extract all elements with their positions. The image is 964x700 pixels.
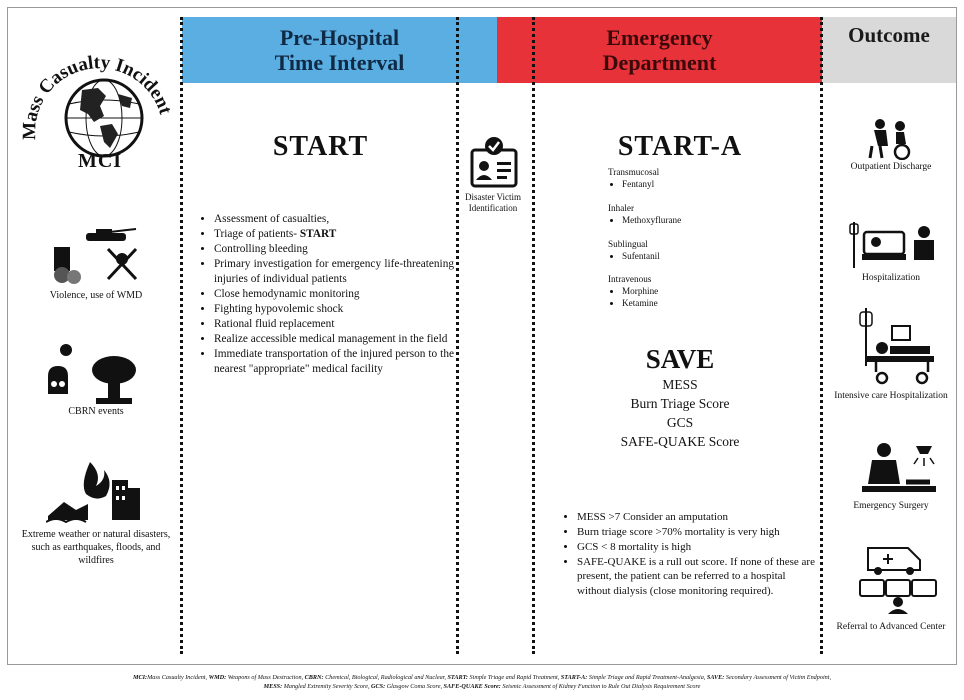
route-intravenous: Intravenous Morphine Ketamine <box>608 274 658 310</box>
drug-item: Sufentanil <box>622 251 660 263</box>
triage-prefix: Triage of patients- <box>214 228 300 241</box>
route-name: Intravenous <box>608 274 652 284</box>
outcome-label-surgery: Emergency Surgery <box>853 501 929 511</box>
header-ed-line1: Emergency <box>606 24 713 50</box>
natural-disaster-icon <box>46 462 140 524</box>
route-name: Inhaler <box>608 203 635 213</box>
score-safe-quake: SAFE-QUAKE Score <box>620 434 740 449</box>
drug-item: Morphine <box>622 286 658 298</box>
cause-label-wmd: Violence, use of WMD <box>49 290 143 301</box>
fn-text: Seismic Assessment of Kidney Function to… <box>500 683 701 690</box>
fn-text: Simple Triage and Rapid Treatment-Analge… <box>587 674 707 681</box>
header-outcome: Outcome <box>822 17 956 83</box>
route-name: Transmucosal <box>608 167 660 177</box>
header-gap-blue <box>459 17 497 83</box>
wmd-tank-icon <box>54 228 138 284</box>
emergency-surgery-icon <box>862 443 936 492</box>
route-inhaler: Inhaler Methoxyflurane <box>608 203 681 227</box>
header-ed-line2: Department <box>602 50 717 75</box>
divider-2 <box>456 17 459 654</box>
start-item: Primary investigation for emergency life… <box>214 257 454 287</box>
save-item: MESS >7 Consider an amputation <box>577 510 817 525</box>
score-burn: Burn Triage Score <box>630 396 730 411</box>
save-title: SAVE <box>645 344 715 374</box>
drug-item: Methoxyflurane <box>622 215 681 227</box>
route-transmucosal: Transmucosal Fentanyl <box>608 167 659 191</box>
hospital-bed-icon <box>849 222 934 268</box>
figure-frame <box>7 7 957 665</box>
mci-globe-logo: Mass Casualty Incident <box>19 52 174 158</box>
score-mess: MESS <box>662 377 698 392</box>
divider-4 <box>820 17 823 654</box>
footnote-line-1: MCI:Mass Casualty Incident, WMD: Weapons… <box>0 674 964 682</box>
fn-abbr: GCS: <box>371 683 386 690</box>
start-item: Fighting hypovolemic shock <box>214 302 454 317</box>
start-title: START <box>272 131 369 162</box>
score-gcs: GCS <box>666 415 694 430</box>
start-a-title: START-A <box>617 131 743 162</box>
fn-abbr: SAVE: <box>706 674 725 681</box>
start-list: Assessment of casualties, Triage of pati… <box>200 212 454 377</box>
header-pre-line1: Pre-Hospital <box>279 24 400 50</box>
footnote-line-2: MESS: Mangled Extremity Severity Score, … <box>0 683 964 691</box>
wheelchair-discharge-icon <box>868 119 911 160</box>
fn-text: Chemical, Biological, Radiological and N… <box>323 674 448 681</box>
fn-text: Mass Casualty Incident, <box>147 674 209 681</box>
route-sublingual: Sublingual Sufentanil <box>608 239 660 263</box>
mci-abbr: MCI <box>77 150 123 172</box>
outcome-label-icu: Intensive care Hospitalization <box>834 391 948 401</box>
cause-label-cbrn: CBRN events <box>68 406 124 417</box>
ambulance-referral-icon <box>859 547 937 614</box>
start-item: Realize accessible medical management in… <box>214 332 454 347</box>
save-item: GCS < 8 mortality is high <box>577 540 817 555</box>
save-item: SAFE-QUAKE is a rull out score. If none … <box>577 555 817 600</box>
fn-abbr: CBRN: <box>304 674 324 681</box>
start-item: Assessment of casualties, <box>214 212 454 227</box>
outcome-label-referral: Referral to Advanced Center <box>836 622 946 632</box>
start-item: Close hemodynamic monitoring <box>214 287 454 302</box>
icu-bed-icon <box>859 308 934 385</box>
outcome-label-outpatient: Outpatient Discharge <box>850 162 932 172</box>
fn-abbr: SAFE-QUAKE Score: <box>443 683 501 690</box>
fn-text: Glasgow Coma Score, <box>385 683 444 690</box>
start-item: Rational fluid replacement <box>214 317 454 332</box>
fn-text: Mangled Extremity Severity Score, <box>282 683 372 690</box>
fn-text: Weapons of Mass Destruction, <box>226 674 305 681</box>
dvi-label: Disaster Victim Identification <box>464 192 522 214</box>
route-name: Sublingual <box>608 239 648 249</box>
fn-abbr: MCI: <box>132 674 148 681</box>
start-item: Immediate transportation of the injured … <box>214 347 454 377</box>
save-list: MESS >7 Consider an amputation Burn tria… <box>563 510 817 599</box>
fn-abbr: WMD: <box>208 674 227 681</box>
globe-icon <box>64 78 144 158</box>
drug-item: Fentanyl <box>622 179 659 191</box>
start-item: Controlling bleeding <box>214 242 454 257</box>
fn-abbr: START-A: <box>560 674 588 681</box>
save-item: Burn triage score >70% mortality is very… <box>577 525 817 540</box>
fn-text: Secondary Assessment of Victim Endpoint, <box>724 674 832 681</box>
drug-item: Ketamine <box>622 298 658 310</box>
outcome-label-hospitalization: Hospitalization <box>861 273 921 283</box>
fn-text: Simple Triage and Rapid Treatment, <box>468 674 561 681</box>
start-item-triage: Triage of patients- START <box>214 227 454 242</box>
header-pre-line2: Time Interval <box>274 50 405 75</box>
id-card-check-icon <box>470 137 518 188</box>
fn-abbr: MESS: <box>263 683 283 690</box>
cbrn-mushroom-cloud-icon <box>48 344 136 404</box>
cause-label-natural: Extreme weather or natural disasters, su… <box>21 529 171 566</box>
triage-bold: START <box>299 228 337 241</box>
divider-1 <box>180 17 183 654</box>
fn-abbr: START: <box>447 674 468 681</box>
divider-3 <box>532 17 535 654</box>
